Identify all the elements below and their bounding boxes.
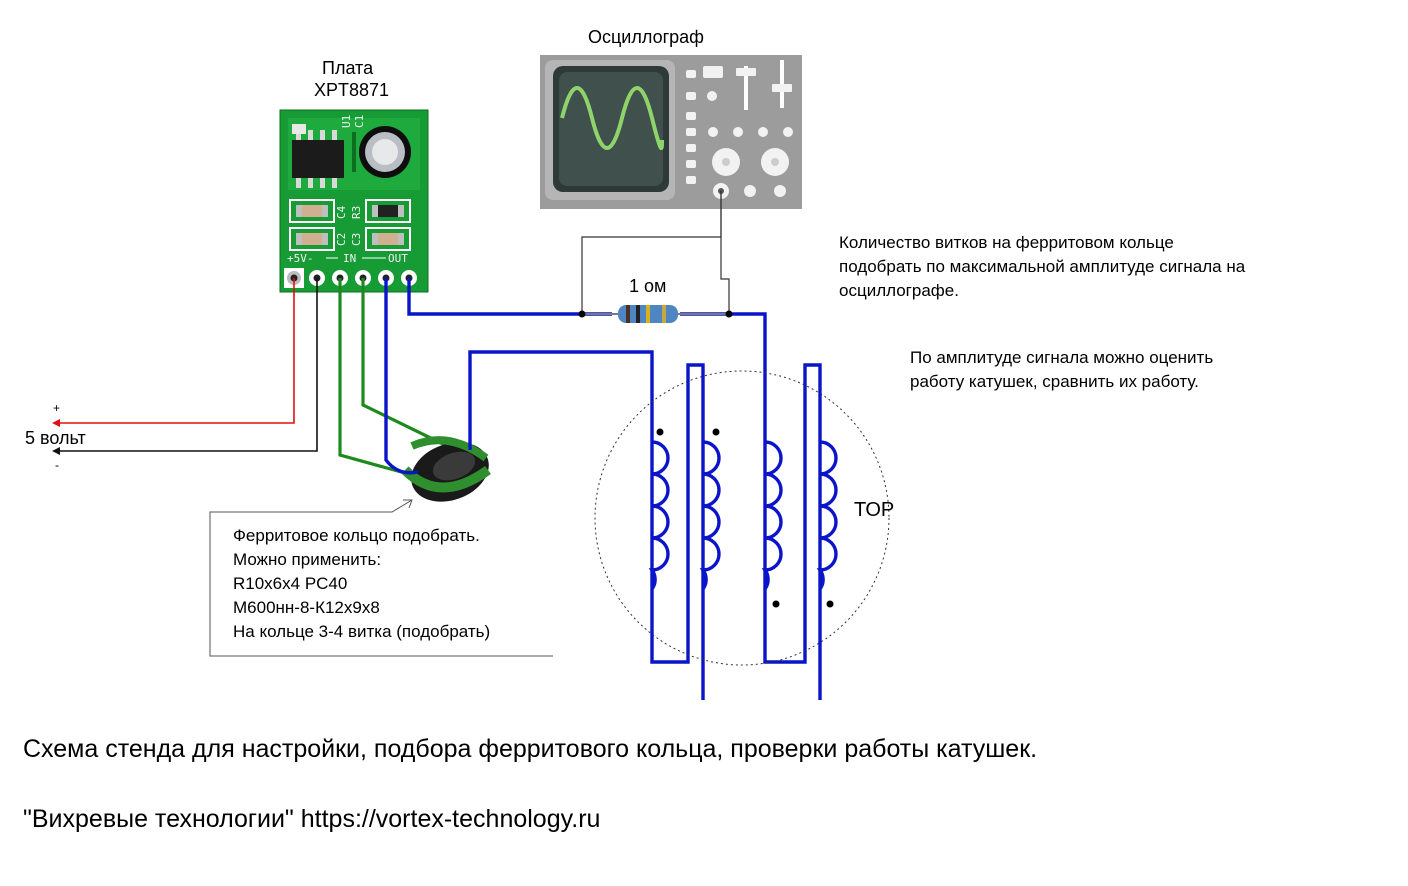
note-turns-line: осциллографе. xyxy=(839,281,959,300)
probe-wires xyxy=(581,191,730,314)
callout-arrow xyxy=(403,499,413,509)
board-title-line1: Плата xyxy=(322,58,374,78)
note-ferrite-line: На кольце 3-4 витка (подобрать) xyxy=(233,622,491,641)
arrow-plus xyxy=(52,419,60,427)
footer-credit: "Вихревые технологии" https://vortex-tec… xyxy=(23,805,601,833)
coil-1 xyxy=(648,440,670,591)
note-turns-line: подобрать по максимальной амплитуде сигн… xyxy=(839,257,1246,276)
silk-power: +5V- xyxy=(287,252,314,265)
junction-left xyxy=(578,310,586,318)
silk-u1: U1 xyxy=(340,115,353,128)
note-turns-line: Количество витков на ферритовом кольце xyxy=(839,233,1174,252)
callout-box xyxy=(209,499,553,657)
silk-c4: C4 xyxy=(335,205,348,219)
xpt8871-board: C4 R3 C2 C3 U1 C1 +5V- IN OUT xyxy=(279,109,429,293)
oscilloscope xyxy=(540,55,802,209)
silk-out: OUT xyxy=(388,252,408,265)
silk-r3: R3 xyxy=(350,206,363,219)
coil-3 xyxy=(761,440,783,591)
wire-minus-black xyxy=(56,278,318,452)
note-ferrite-line: R10x6x4 PC40 xyxy=(233,574,348,593)
coil-4 xyxy=(816,440,838,591)
sine-wave-trace xyxy=(560,86,664,150)
note-amplitude-line: работу катушек, сравнить их работу. xyxy=(910,372,1199,391)
wire-plus-red xyxy=(56,278,295,424)
resistor-label: 1 ом xyxy=(629,276,667,296)
board-title-line2: XPT8871 xyxy=(314,80,390,100)
resistor-1-ohm xyxy=(582,305,729,323)
note-amplitude-line: По амплитуде сигнала можно оценить xyxy=(910,348,1214,367)
tor-label: ТОР xyxy=(854,499,895,521)
silk-c2: C2 xyxy=(335,233,348,246)
ferrite-ring xyxy=(401,436,491,502)
note-turns: Количество витков на ферритовом кольце п… xyxy=(839,231,1245,303)
arrow-minus xyxy=(52,447,60,455)
coils xyxy=(648,440,838,591)
note-ferrite: Ферритовое кольцо подобрать. Можно приме… xyxy=(233,524,490,644)
footer-caption: Схема стенда для настройки, подбора ферр… xyxy=(23,735,1038,763)
power-minus: - xyxy=(55,458,59,472)
note-ferrite-line: Можно применить: xyxy=(233,550,382,569)
amplifier-chip xyxy=(292,140,344,178)
note-ferrite-line: М600нн-8-К12х9х8 xyxy=(233,598,380,617)
note-ferrite-line: Ферритовое кольцо подобрать. xyxy=(233,526,480,545)
polarity-dots xyxy=(656,428,834,608)
wire-in-2 xyxy=(361,278,446,447)
note-amplitude: По амплитуде сигнала можно оценить работ… xyxy=(910,346,1213,394)
oscilloscope-controls xyxy=(686,60,793,199)
silk-c3: C3 xyxy=(350,233,363,246)
toroid-outline xyxy=(594,370,890,666)
wire-coil-1 xyxy=(468,350,705,700)
junction-right xyxy=(725,310,733,318)
wire-coil-2 xyxy=(680,312,822,700)
oscilloscope-title: Осциллограф xyxy=(588,27,704,47)
wire-out-to-ring xyxy=(384,278,419,475)
power-label: 5 вольт xyxy=(25,428,86,448)
power-plus: + xyxy=(53,401,61,415)
wire-out-to-resistor xyxy=(407,278,612,316)
silk-c1: C1 xyxy=(353,115,366,128)
coil-2 xyxy=(699,440,721,591)
silk-in: IN xyxy=(343,252,356,265)
